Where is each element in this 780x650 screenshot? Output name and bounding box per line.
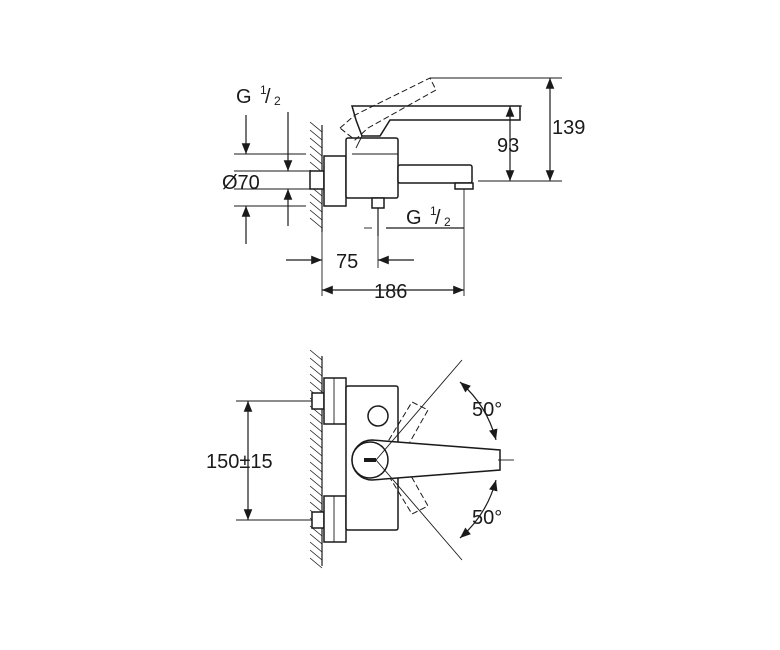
svg-text:1: 1 bbox=[260, 83, 267, 97]
wall-hatch-line bbox=[309, 501, 323, 513]
wall-hatch-line bbox=[309, 557, 323, 569]
side-spout-depth-label: 75 bbox=[336, 251, 358, 273]
wall-hatch-line bbox=[309, 137, 323, 149]
front-connector-top bbox=[311, 377, 347, 425]
front-view: 150±15 50° 50° bbox=[206, 349, 514, 569]
front-angle-down-label: 50° bbox=[472, 507, 502, 529]
front-connector-bottom bbox=[311, 495, 347, 543]
wall-hatch-line bbox=[309, 129, 323, 141]
side-bottom-dims bbox=[286, 189, 465, 296]
wall-hatch-line bbox=[309, 209, 323, 221]
wall-hatch-line bbox=[309, 461, 323, 473]
front-lever bbox=[351, 439, 501, 481]
wall-hatch-line bbox=[309, 153, 323, 165]
svg-text:/: / bbox=[265, 86, 271, 108]
side-mixer-body bbox=[345, 137, 474, 236]
wall-hatch-line bbox=[309, 357, 323, 369]
wall-hatch-line bbox=[309, 453, 323, 465]
side-g-outlet-label: G 1 / 2 bbox=[406, 204, 451, 229]
wall-hatch-line bbox=[309, 413, 323, 425]
wall-hatch-line bbox=[309, 193, 323, 205]
wall-hatch-line bbox=[309, 217, 323, 229]
wall-hatch-line bbox=[309, 421, 323, 433]
wall-hatch-line bbox=[309, 145, 323, 157]
wall-hatch-line bbox=[309, 437, 323, 449]
side-total-height-label: 139 bbox=[552, 117, 585, 139]
wall-hatch-line bbox=[309, 541, 323, 553]
side-left-dims bbox=[234, 112, 310, 244]
wall-hatch-line bbox=[309, 493, 323, 505]
wall-hatch-line bbox=[309, 365, 323, 377]
side-diameter-label: Ø70 bbox=[222, 172, 260, 194]
front-center-distance-label: 150±15 bbox=[206, 451, 273, 473]
svg-text:2: 2 bbox=[274, 94, 281, 108]
wall-hatch-line bbox=[309, 549, 323, 561]
side-height-dims bbox=[430, 77, 562, 182]
front-center-distance-dim bbox=[236, 400, 312, 521]
wall-hatch-line bbox=[309, 445, 323, 457]
wall-hatch-line bbox=[309, 373, 323, 385]
front-angle-construction bbox=[375, 359, 514, 561]
wall-hatch-line bbox=[309, 477, 323, 489]
wall-hatch-line bbox=[309, 121, 323, 133]
wall-hatch-line bbox=[309, 533, 323, 545]
wall-hatch-line bbox=[309, 381, 323, 393]
svg-text:G: G bbox=[236, 86, 252, 108]
svg-text:G: G bbox=[406, 207, 422, 229]
side-lever-raised bbox=[339, 77, 437, 141]
wall-hatch-line bbox=[309, 485, 323, 497]
side-total-depth-label: 186 bbox=[374, 281, 407, 303]
svg-text:/: / bbox=[435, 207, 441, 229]
side-g-inlet-label: G 1 / 2 bbox=[236, 83, 281, 108]
wall-hatch-line bbox=[309, 429, 323, 441]
front-wall bbox=[309, 349, 323, 569]
wall-hatch-line bbox=[309, 349, 323, 361]
svg-text:1: 1 bbox=[430, 204, 437, 218]
svg-text:2: 2 bbox=[444, 215, 451, 229]
side-spout-height-label: 93 bbox=[497, 135, 519, 157]
side-view: G 1 / 2 Ø70 75 186 G 1 / 2 93 139 bbox=[222, 77, 585, 303]
wall-hatch-line bbox=[309, 469, 323, 481]
wall-hatch-line bbox=[309, 201, 323, 213]
front-angle-up-label: 50° bbox=[472, 399, 502, 421]
